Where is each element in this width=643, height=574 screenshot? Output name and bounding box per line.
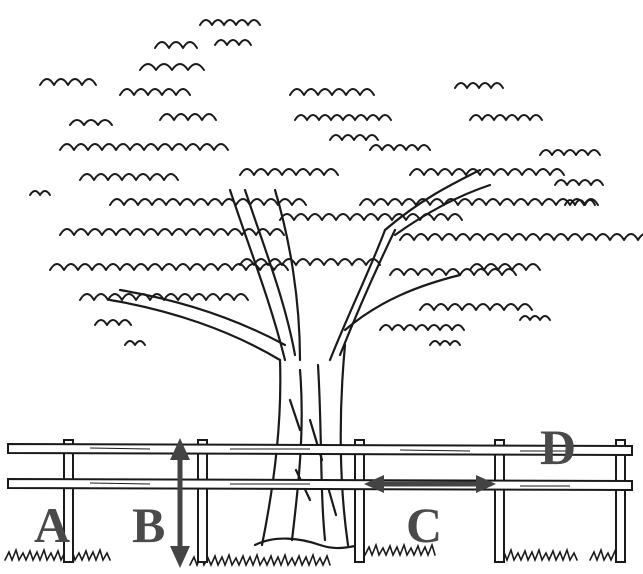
tree-trunk	[253, 343, 362, 550]
label-b: B	[132, 497, 165, 553]
label-d: D	[540, 419, 576, 475]
ground-grass	[4, 542, 626, 568]
fence-posts	[63, 439, 626, 563]
double-headed-horizontal-arrow-icon	[364, 475, 496, 493]
fence-post	[615, 439, 626, 563]
tree-branches	[108, 168, 492, 362]
fence-post	[197, 439, 208, 563]
label-c: C	[406, 497, 442, 553]
fence-post	[354, 439, 365, 563]
fence-post	[63, 439, 74, 563]
fence-post	[494, 439, 505, 563]
fence-rail-bottom	[7, 477, 633, 492]
fence-rail-top	[7, 442, 633, 457]
label-a: A	[34, 497, 70, 553]
tree-canopy	[29, 19, 643, 346]
double-headed-vertical-arrow-icon	[170, 438, 190, 568]
